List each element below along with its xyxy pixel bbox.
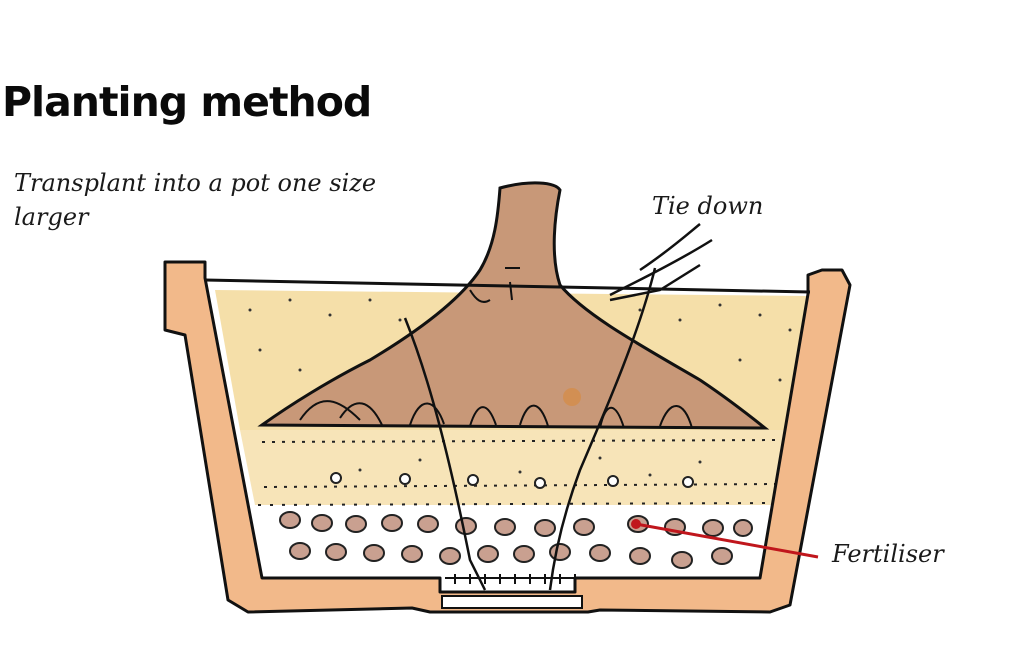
caption-text: Transplant into a pot one size larger bbox=[14, 169, 377, 231]
pot bbox=[163, 260, 852, 614]
fertiliser-pointer bbox=[631, 519, 819, 559]
tie-down-label: Tie down bbox=[652, 192, 764, 220]
fertiliser-pellets bbox=[330, 472, 694, 489]
gravel-layer bbox=[279, 511, 753, 569]
page-title: Planting method bbox=[2, 78, 372, 126]
fertiliser-label: Fertiliser bbox=[832, 540, 944, 568]
